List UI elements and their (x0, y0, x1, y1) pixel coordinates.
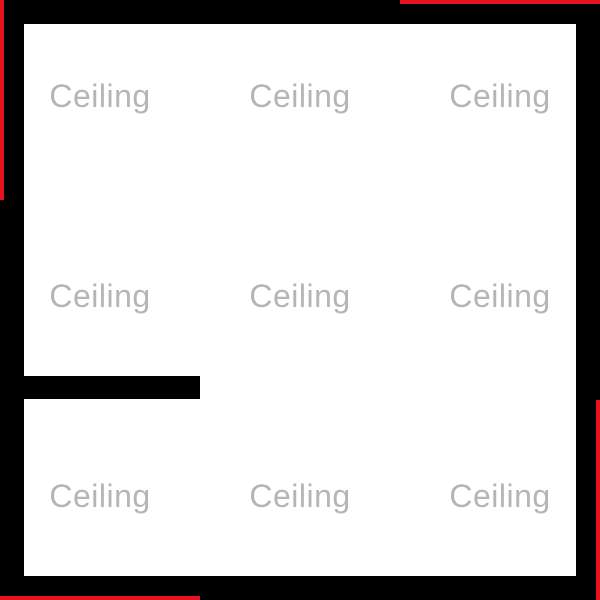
tile-label: Ceiling (249, 278, 351, 314)
tile-label: Ceiling (449, 78, 551, 114)
edge-marker-top-right (400, 0, 600, 4)
tile-label: Ceiling (49, 278, 151, 314)
tile-label: Ceiling (249, 78, 351, 114)
wall-interior (0, 376, 200, 399)
wall-left (0, 0, 24, 600)
tile-label: Ceiling (49, 78, 151, 114)
tile-label: Ceiling (449, 278, 551, 314)
wall-top (0, 0, 600, 24)
tile-label: Ceiling (49, 478, 151, 514)
edge-marker-bottom-left (0, 596, 200, 600)
tile-label: Ceiling (449, 478, 551, 514)
edge-marker-right-lower (596, 400, 600, 600)
edge-marker-top-left (0, 0, 4, 200)
tile-label: Ceiling (249, 478, 351, 514)
